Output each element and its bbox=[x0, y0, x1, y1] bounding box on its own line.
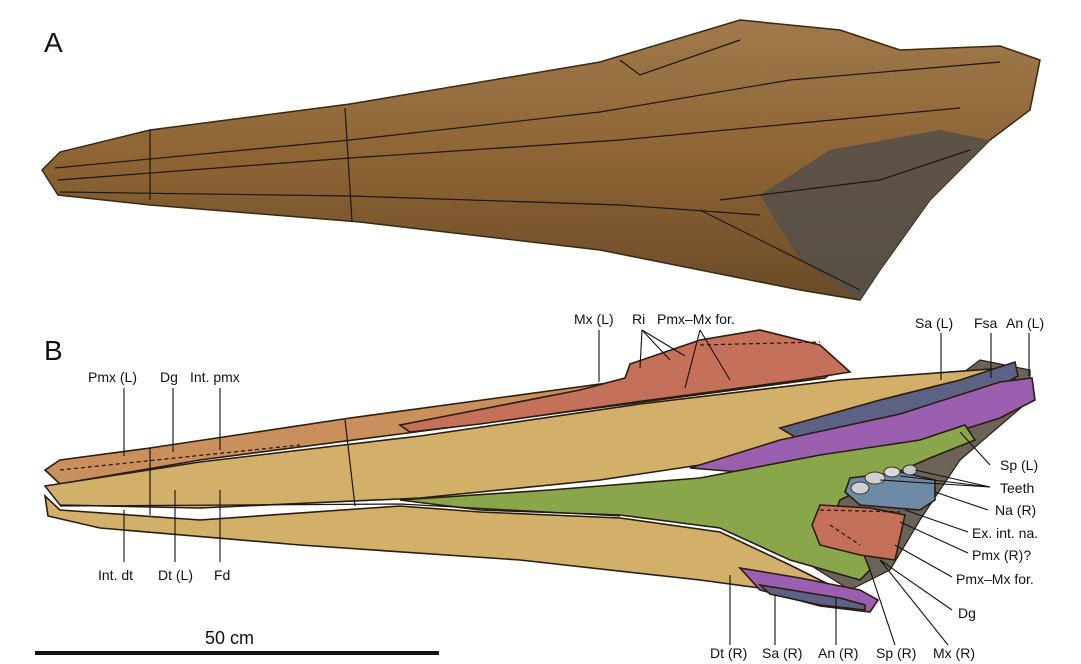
labels: Pmx (L) Dg Int. pmx Mx (L) Ri Pmx–Mx for… bbox=[88, 311, 1044, 661]
suture bbox=[344, 419, 356, 507]
scale-bar: 50 cm bbox=[35, 628, 439, 655]
label-dt-r: Dt (R) bbox=[710, 645, 747, 661]
label-an-r: An (R) bbox=[818, 645, 858, 661]
maxilla-left bbox=[397, 329, 852, 433]
skull-photo-rod bbox=[719, 149, 971, 201]
skull-photo-rod bbox=[699, 209, 861, 291]
panel-b: B bbox=[43, 329, 1036, 613]
dentary-right bbox=[43, 493, 843, 597]
skull-photo-rod bbox=[619, 39, 741, 76]
label-int-dt: Int. dt bbox=[98, 567, 133, 583]
label-ri: Ri bbox=[632, 311, 645, 327]
scale-bar-line bbox=[35, 651, 439, 655]
label-pmx-mx-for-top: Pmx–Mx for. bbox=[657, 311, 735, 327]
skull-photo-rod bbox=[344, 107, 353, 223]
panel-a-letter: A bbox=[44, 27, 63, 58]
suture bbox=[59, 503, 621, 517]
dashed-suture bbox=[819, 509, 901, 513]
label-dg-top: Dg bbox=[160, 369, 178, 385]
label-dg-bottom: Dg bbox=[958, 605, 976, 621]
label-sp-r: Sp (R) bbox=[876, 645, 916, 661]
dashed-suture bbox=[699, 341, 821, 346]
maxilla-right bbox=[811, 504, 906, 561]
panel-b-letter: B bbox=[44, 335, 63, 366]
skull-photo bbox=[41, 19, 1041, 301]
scale-bar-label: 50 cm bbox=[205, 628, 254, 648]
surangular-right bbox=[757, 583, 866, 611]
label-pmx-r-q: Pmx (R)? bbox=[972, 547, 1031, 563]
dashed-suture bbox=[59, 444, 301, 471]
skull-photo-rod bbox=[54, 61, 1001, 169]
label-sa-r: Sa (R) bbox=[762, 645, 802, 661]
label-int-pmx: Int. pmx bbox=[190, 369, 240, 385]
label-sa-l: Sa (L) bbox=[915, 315, 953, 331]
label-fd: Fd bbox=[214, 567, 230, 583]
label-na-r: Na (R) bbox=[995, 502, 1036, 518]
panel-a: A bbox=[41, 19, 1041, 301]
label-ex-int-na: Ex. int. na. bbox=[972, 525, 1038, 541]
label-pmx-l: Pmx (L) bbox=[88, 369, 137, 385]
label-sp-l: Sp (L) bbox=[1000, 457, 1038, 473]
label-mx-r: Mx (R) bbox=[933, 645, 975, 661]
label-pmx-mx-for-bottom: Pmx–Mx for. bbox=[956, 571, 1034, 587]
dashed-suture bbox=[829, 524, 861, 546]
label-teeth: Teeth bbox=[1000, 480, 1034, 496]
label-mx-l: Mx (L) bbox=[574, 311, 614, 327]
label-fsa: Fsa bbox=[974, 315, 998, 331]
skull-photo-matrix bbox=[760, 130, 990, 300]
label-dt-l: Dt (L) bbox=[158, 567, 193, 583]
leader-lines bbox=[123, 329, 1030, 646]
skull-photo-rod bbox=[59, 191, 761, 216]
label-an-l: An (L) bbox=[1006, 315, 1044, 331]
skull-photo-rod bbox=[57, 107, 961, 181]
